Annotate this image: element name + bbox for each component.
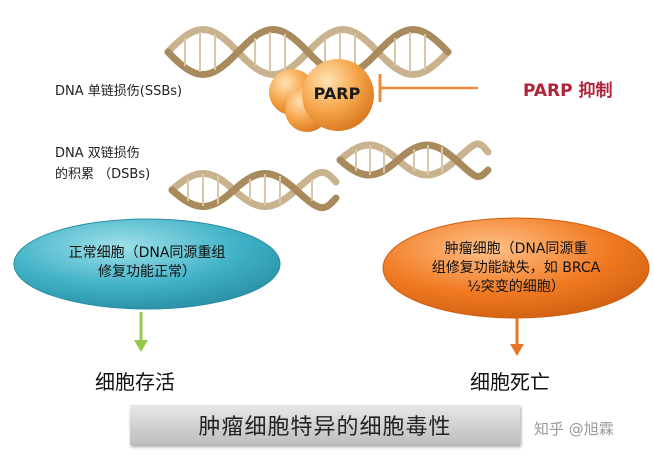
tumor-arrow: [510, 318, 524, 356]
dsb-label-line2: 的积累 （DSBs): [55, 167, 151, 182]
normal-cell-line1: 正常细胞（DNA同源重组: [68, 245, 226, 261]
normal-cell-text: 正常细胞（DNA同源重组 修复功能正常）: [32, 244, 262, 282]
normal-outcome-label: 细胞存活: [95, 370, 175, 394]
watermark: 知乎 @旭霖: [534, 420, 614, 438]
normal-arrow: [134, 312, 148, 352]
tumor-outcome-label: 细胞死亡: [470, 370, 550, 394]
dna-helix-broken-right: [336, 140, 492, 180]
cytotoxicity-banner: 肿瘤细胞特异的细胞毒性: [130, 405, 520, 445]
dna-helix-top: [164, 26, 452, 78]
tumor-cell-line2: 组修复功能缺失，如 BRCA: [431, 260, 601, 276]
tumor-cell-line3: ½突变的细胞）: [467, 279, 565, 295]
parp-inhibition-label: PARP 抑制: [523, 81, 613, 101]
dsb-label-line1: DNA 双链损伤: [55, 146, 140, 161]
normal-cell-ellipse: [13, 218, 281, 310]
tumor-cell-text: 肿瘤细胞（DNA同源重 组修复功能缺失，如 BRCA ½突变的细胞）: [400, 240, 632, 297]
parp-inhibition-marker: [378, 74, 478, 102]
parp-label: PARP: [313, 84, 361, 103]
normal-cell-line2: 修复功能正常）: [98, 264, 196, 280]
dna-helix-broken-left: [168, 169, 340, 211]
parp-protein: [269, 59, 374, 132]
tumor-cell-line1: 肿瘤细胞（DNA同源重: [444, 241, 588, 257]
ssb-label: DNA 单链损伤(SSBs): [55, 84, 183, 99]
